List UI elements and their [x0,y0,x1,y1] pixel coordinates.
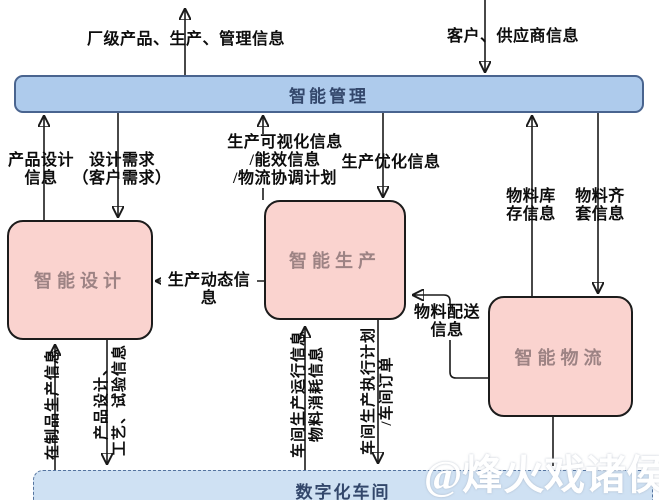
label-production-visual: 生产可视化信息 /能效信息 /物流协调计划 [205,134,365,188]
label-wip-production-info: 在制品生产信息 [45,348,61,461]
label-design-demand: 设计需求 （客户需求） [72,152,172,187]
design-box-label: 智能设计 [34,271,126,291]
design-box-node: 智能设计 [7,220,153,340]
label-design-process-test: 产品设计、 工艺、试验信息 [94,344,128,457]
logistics-box-node: 智能物流 [488,296,633,417]
production-box-node: 智能生产 [264,200,406,320]
label-production-optimize: 生产优化信息 [341,154,441,171]
production-box-label: 智能生产 [289,251,381,271]
management-bar-label: 智能管理 [289,86,369,106]
label-workshop-execution: 车间生产执行计划 /车间订单 [361,327,395,456]
label-material-kitting: 物料齐 套信息 [575,188,625,223]
watermark-text: @烽火戏诸侯 [424,452,659,498]
logistics-box-label: 智能物流 [514,347,607,368]
label-product-design-info: 产品设计 信息 [7,152,74,187]
label-material-stock: 物料库 存信息 [506,188,556,223]
label-customer-supplier: 客户、供应商信息 [446,28,579,45]
label-factory-output: 厂级产品、生产、管理信息 [86,31,285,48]
label-workshop-running: 车间生产运行信息 物料消耗信息 [291,330,325,459]
workshop-bar-label: 数字化车间 [295,483,391,500]
management-bar-node: 智能管理 [14,75,644,113]
label-production-dynamic: 生产动态信息 [161,272,257,308]
label-material-delivery: 物料配送 信息 [407,304,487,340]
workshop-bar-node: 数字化车间 [33,470,653,500]
